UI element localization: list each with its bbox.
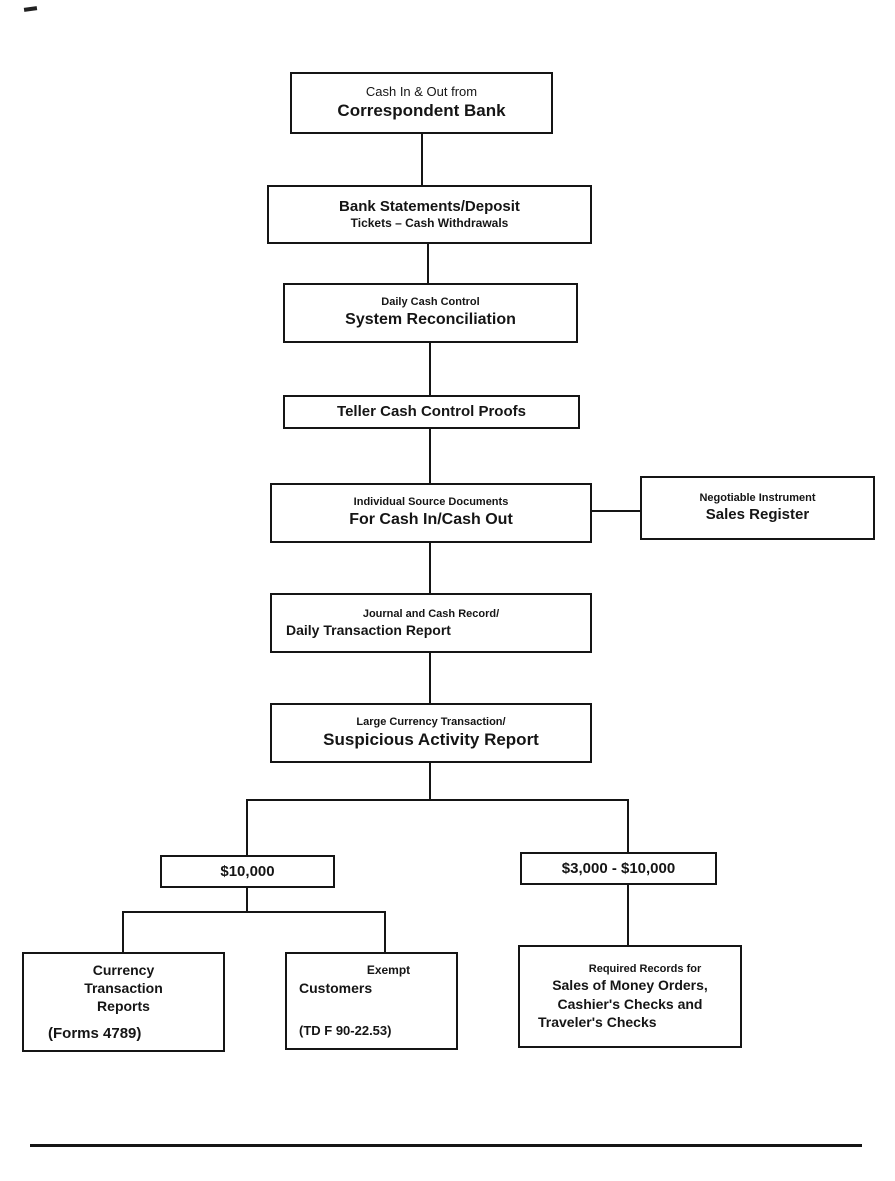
node-title: $10,000 bbox=[220, 862, 275, 880]
node-currency-transaction-reports: Currency Transaction Reports (Forms 4789… bbox=[22, 952, 225, 1052]
node-subtitle: Cash In & Out from bbox=[365, 83, 478, 99]
node-threshold-3000-10000: $3,000 - $10,000 bbox=[520, 852, 717, 885]
connector-source-docs-to-sales-register bbox=[592, 510, 640, 512]
node-title: Teller Cash Control Proofs bbox=[337, 403, 526, 421]
node-title: Correspondent Bank bbox=[337, 101, 506, 121]
node-title: Bank Statements/Deposit bbox=[339, 197, 520, 215]
node-title-line: Exempt bbox=[366, 963, 411, 977]
node-source-documents: Individual Source Documents For Cash In/… bbox=[270, 483, 592, 543]
node-form-number: (Forms 4789) bbox=[48, 1024, 142, 1042]
node-daily-transaction-report: Journal and Cash Record/ Daily Transacti… bbox=[270, 593, 592, 653]
node-title-line: Traveler's Checks bbox=[538, 1013, 657, 1030]
page-footer-rule bbox=[30, 1144, 862, 1147]
connector-correspondent-to-statements bbox=[421, 134, 423, 185]
node-required-records: Required Records for Sales of Money Orde… bbox=[518, 945, 742, 1048]
node-title: Sales Register bbox=[705, 506, 810, 524]
node-exempt-customers: Exempt Customers (TD F 90-22.53) bbox=[285, 952, 458, 1050]
connector-10000-stem bbox=[246, 888, 248, 912]
node-title-line: Customers bbox=[299, 979, 373, 996]
node-threshold-10000: $10,000 bbox=[160, 855, 335, 888]
node-subtitle: Tickets – Cash Withdrawals bbox=[350, 216, 509, 231]
node-suspicious-activity-report: Large Currency Transaction/ Suspicious A… bbox=[270, 703, 592, 763]
connector-ctr-drop bbox=[122, 911, 124, 952]
connector-daily-report-to-sar bbox=[429, 653, 431, 703]
node-title-line: Sales of Money Orders, bbox=[552, 977, 708, 994]
node-subtitle: Negotiable Instrument bbox=[699, 492, 816, 505]
node-sales-register: Negotiable Instrument Sales Register bbox=[640, 476, 875, 540]
connector-exempt-drop bbox=[384, 911, 386, 952]
connector-statements-to-reconciliation bbox=[427, 244, 429, 283]
node-teller-cash-control: Teller Cash Control Proofs bbox=[283, 395, 580, 429]
node-form-number: (TD F 90-22.53) bbox=[299, 1022, 392, 1038]
node-title-line: Currency bbox=[92, 961, 155, 978]
node-title: Suspicious Activity Report bbox=[323, 730, 539, 750]
node-subtitle: Daily Cash Control bbox=[381, 296, 480, 309]
node-title-line: Transaction bbox=[84, 980, 163, 997]
node-subtitle: Journal and Cash Record/ bbox=[362, 607, 500, 620]
connector-branch-left-drop bbox=[246, 799, 248, 855]
connector-teller-to-source-docs bbox=[429, 429, 431, 483]
node-subtitle: Large Currency Transaction/ bbox=[356, 715, 506, 728]
node-subtitle: Individual Source Documents bbox=[353, 496, 509, 509]
connector-source-docs-to-daily-report bbox=[429, 543, 431, 593]
connector-branch-right-drop bbox=[627, 799, 629, 852]
scan-artifact bbox=[23, 6, 38, 12]
node-title: For Cash In/Cash Out bbox=[349, 510, 513, 528]
node-bank-statements: Bank Statements/Deposit Tickets – Cash W… bbox=[267, 185, 592, 244]
node-correspondent-bank: Cash In & Out from Correspondent Bank bbox=[290, 72, 553, 134]
node-title: Daily Transaction Report bbox=[286, 622, 451, 639]
node-system-reconciliation: Daily Cash Control System Reconciliation bbox=[283, 283, 578, 343]
connector-reconciliation-to-teller bbox=[429, 343, 431, 395]
node-title-line: Cashier's Checks and bbox=[557, 995, 703, 1012]
node-title: $3,000 - $10,000 bbox=[561, 859, 676, 877]
connector-3000-to-required-records bbox=[627, 885, 629, 945]
connector-sar-stem bbox=[429, 763, 431, 801]
node-title-line: Reports bbox=[97, 998, 150, 1015]
node-subtitle: Required Records for bbox=[588, 963, 702, 976]
connector-10000-horizontal bbox=[122, 911, 386, 913]
connector-branch-horizontal bbox=[246, 799, 629, 801]
node-title: System Reconciliation bbox=[345, 310, 516, 328]
